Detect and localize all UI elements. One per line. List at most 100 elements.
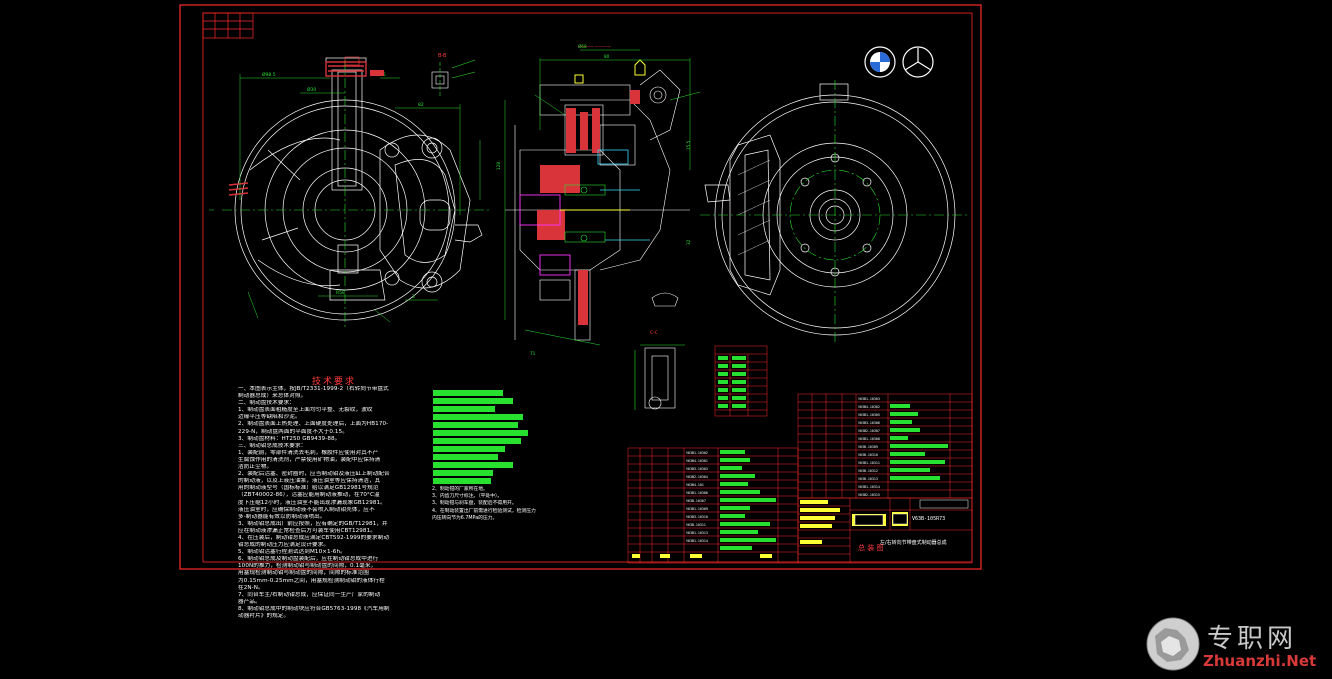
svg-text:V63B-10312: V63B-10312 — [858, 469, 878, 473]
svg-text:V63B-10307: V63B-10307 — [686, 499, 706, 503]
knuckle-top-tag — [344, 56, 384, 76]
tech-requirement-line: 3、制动盘材料：HT250 GB9439-88。 — [238, 435, 341, 442]
tech-requirement-line: 2、装配后活塞、密封圈时，应当制动钳及液压缸上制动配合 — [238, 471, 390, 478]
section-cc-label: C-C — [650, 330, 658, 336]
svg-text:V63B-10313: V63B-10313 — [858, 477, 878, 481]
note-line: 3、内齿刀尺寸标注。（平处中）。 — [432, 494, 503, 500]
title-block — [797, 497, 973, 564]
svg-text:V63B-10309: V63B-10309 — [858, 445, 878, 449]
svg-text:V63B1-10302: V63B1-10302 — [686, 451, 708, 455]
bmw-logo-icon — [864, 46, 896, 78]
tech-requirement-line: 多-制动器能有效以防制动液喷出。 — [238, 513, 326, 520]
front-view-dimensions — [209, 74, 481, 323]
note-line: 3、制动钳与刹车盘，装配后不得用开。 — [432, 501, 517, 507]
svg-text:V63B1-10314: V63B1-10314 — [686, 539, 708, 543]
parameter-table — [714, 345, 768, 417]
svg-text:80: 80 — [604, 54, 610, 59]
svg-text:V63B1-10303: V63B1-10303 — [858, 397, 880, 401]
svg-text:V63B-10310: V63B-10310 — [858, 453, 878, 457]
watermark-cn: 专职网 — [1207, 624, 1298, 654]
tech-requirement-line: 用的制动液型号（国标标准）给以满足GB12981号规范 — [238, 485, 379, 492]
svg-text:128: 128 — [496, 162, 501, 170]
tech-requirement-line: 3、制动钳总成出厂前应按照，应有确定的GB/T12981，并 — [238, 520, 388, 527]
svg-text:V63B1-10305: V63B1-10305 — [858, 413, 880, 417]
note-line: 4、在制动装置出厂前需进行检验测试，检测压力 — [432, 508, 536, 514]
tech-requirement-line: 7、同台车主/右制动钳总成，应保证同一生产厂家的制动 — [238, 591, 381, 598]
inner-frame — [202, 12, 973, 563]
svg-text:_______ _______: _______ _______ — [577, 43, 612, 48]
svg-text:32: 32 — [686, 239, 691, 245]
note-line: 内压转向节为6.7MPa的压力。 — [432, 515, 498, 521]
outer-frame — [179, 4, 982, 570]
tech-requirement-line: 钳总成的制动压力应满足设计要求。 — [238, 542, 330, 549]
tech-requirement-line: 6、制动钳总成及制动盘装配后，应在制动钳总成中进行 — [238, 556, 379, 563]
tech-requirement-line: 1、装配前，零部件清洗去毛刺，橡胶件应使用对其不产 — [238, 449, 379, 456]
tech-requirement-line: 为0.15mm-0.25mm之间，用塞规检测制动钳的液体行程 — [238, 577, 385, 584]
tech-requirement-line: 生腐蚀作用的清洗剂，严禁使用矿物油，装配中应保持清 — [238, 456, 381, 463]
svg-text:71: 71 — [530, 351, 536, 356]
svg-text:V63B1-10314: V63B1-10314 — [858, 485, 880, 489]
svg-text:V63B4-10301: V63B4-10301 — [686, 459, 708, 463]
svg-text:82: 82 — [418, 102, 424, 108]
footer-strip — [632, 554, 772, 558]
svg-text:V63B1-10306: V63B1-10306 — [686, 491, 708, 495]
title-block-dark-cells — [854, 499, 969, 526]
tech-requirement-line: （ZBT40002-86），活塞应能用制动液推动，在70°C温 — [238, 492, 380, 499]
svg-text:Ø30: Ø30 — [307, 86, 316, 93]
svg-text:V63B3-10306: V63B3-10306 — [858, 421, 880, 425]
drawing-name: 左/右转向节带盘式制动器总成 — [880, 539, 947, 546]
tech-requirement-line: 5、制动钳活塞行程测试达到M10×1-6h。 — [238, 549, 346, 556]
watermark-globe-icon — [1146, 617, 1200, 671]
svg-text:V63B3-10303: V63B3-10303 — [686, 467, 708, 471]
tech-requirement-line: 在2N-N。 — [238, 584, 264, 591]
side-view-center-lines — [700, 80, 968, 345]
tech-requirements-title: 技术要求 — [312, 377, 357, 387]
side-view-hatch — [737, 159, 771, 256]
front-view-disc-assembly — [234, 57, 483, 321]
front-view-hatch-marks — [228, 61, 367, 196]
side-view-disc — [704, 83, 956, 336]
tech-requirement-line: 动器衬片》的规定。 — [238, 613, 290, 619]
svg-text:R58: R58 — [336, 290, 345, 296]
section-bb-label: B-B — [438, 53, 447, 59]
svg-text:V63B1-10308: V63B1-10308 — [858, 437, 880, 441]
tech-requirement-line: 1、制动盘表面粗糙度至上面均匀平整、无裂纹，波纹 — [238, 407, 373, 414]
svg-text:V63B2-10315: V63B2-10315 — [858, 493, 880, 497]
top-left-corner-table — [202, 12, 254, 39]
tech-requirement-line: 一、本图表示主体，按JB/T2331-1999-2（右转向节带盘式 — [238, 386, 389, 392]
watermark-en: Zhuanzhi.Net — [1203, 652, 1317, 670]
tech-requirement-line: 液压油室时，应确保制动液不会喷入制动钳壳体，应不 — [238, 506, 375, 513]
parts-list-lower — [627, 447, 799, 564]
watermark: 专职网 Zhuanzhi.Net — [1145, 616, 1320, 671]
note-line: 2、制动钳的厂家所在地。 — [432, 487, 488, 492]
tech-requirement-line: 洁防止尘物。 — [238, 464, 273, 471]
section-bb-view — [431, 59, 476, 96]
svg-text:Ø98.5: Ø98.5 — [262, 71, 276, 78]
tech-requirement-line: 用塞规检测制动钳与制动盘的间隙，间隙的标准范围 — [238, 570, 369, 577]
tech-requirement-line: 的制动液，以及上液压油泵，液压油室等应保持清洁，其 — [238, 478, 381, 485]
tech-requirement-line: 三、制动钳总成技术要求： — [238, 442, 307, 449]
svg-text:3: 3 — [412, 294, 415, 300]
tech-requirement-line: 制动器总成）来总体对照。 — [238, 393, 307, 400]
tech-requirement-line: 应在制动液渗漏正常检查后方可装车使用CBT12981。 — [238, 527, 376, 534]
tech-requirement-line: 2、制动盘表面上热处理、上面硬度处理后，上面为HB170- — [238, 421, 389, 428]
notes-bar-block — [433, 390, 528, 484]
svg-text:V63B4-101: V63B4-101 — [686, 483, 704, 487]
svg-text:V63B2-10304: V63B2-10304 — [686, 475, 708, 479]
svg-text:V63B1-10309: V63B1-10309 — [686, 507, 708, 511]
section-cc-view — [634, 292, 685, 410]
doc-type-label: 总 装 图 — [858, 543, 883, 552]
front-view-center-lines — [222, 60, 490, 330]
drawing-number: V63B-105R73 — [912, 516, 945, 522]
tech-requirement-line: 229-N，制动盘两面的平面度不大于0.15。 — [238, 428, 348, 435]
parts-list-lower-fills — [720, 450, 776, 550]
svg-text:Ø68: Ø68 — [578, 44, 587, 49]
svg-text:V63B1-10311: V63B1-10311 — [858, 461, 880, 465]
tech-requirement-line: 4、在压装后，制动钳总成应满足CBT592-1999的要求制动 — [238, 534, 390, 541]
tech-requirement-line: 100N的推力，检测制动钳与制动盘的间隙，0.1毫米， — [238, 563, 377, 570]
